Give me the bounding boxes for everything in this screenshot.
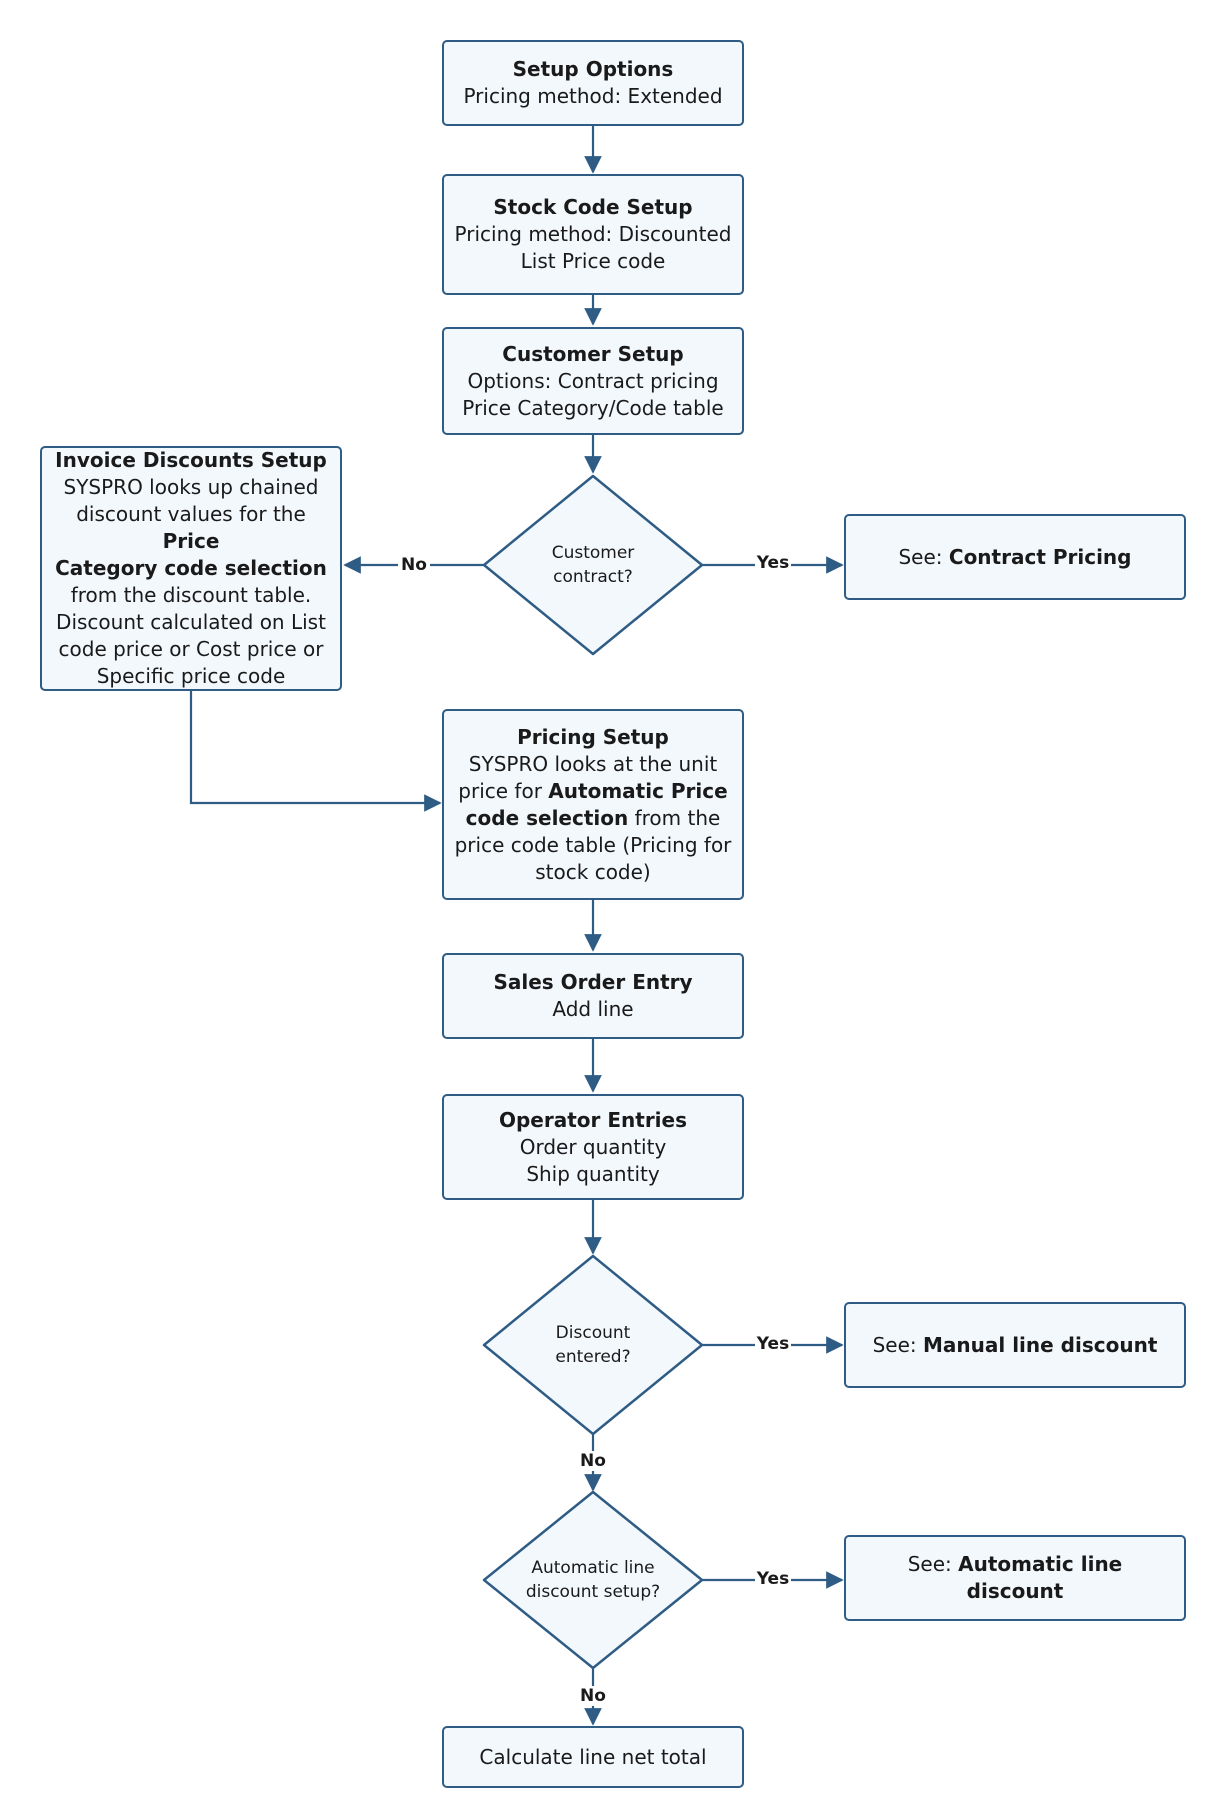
decision-automatic-line-discount-setup: Automatic line discount setup? (504, 1550, 682, 1610)
edge-label-no: No (577, 1686, 609, 1706)
node-line: Discount calculated on List (56, 610, 326, 634)
node-invoice-discounts-setup: Invoice Discounts Setup SYSPRO looks up … (40, 446, 342, 691)
node-line: Price Category/Code table (462, 395, 724, 420)
node-line: code selection from the (466, 805, 721, 832)
node-pricing-setup: Pricing Setup SYSPRO looks at the unit p… (442, 709, 744, 900)
node-text: See: (907, 1552, 959, 1576)
node-sales-order-entry: Sales Order Entry Add line (442, 953, 744, 1039)
decision-line: discount setup? (525, 1582, 661, 1602)
node-line: SYSPRO looks at the unit (468, 751, 718, 776)
decision-diamond-customer-contract (482, 474, 704, 656)
decision-line: entered? (555, 1347, 631, 1367)
node-title: Invoice Discounts Setup (55, 448, 327, 472)
node-line: List Price code (520, 249, 666, 273)
node-text: discount values for the (76, 502, 306, 526)
node-title: Customer Setup (502, 341, 684, 366)
node-stock-code-setup: Stock Code Setup Pricing method: Discoun… (442, 174, 744, 295)
node-line: Ship quantity (526, 1161, 660, 1186)
node-line: from the discount table. (70, 583, 312, 607)
node-line: price for Automatic Price (458, 778, 727, 805)
node-title: Sales Order Entry (493, 970, 693, 994)
node-manual-line-discount: See: Manual line discount (844, 1302, 1186, 1388)
edge-label-no: No (577, 1451, 609, 1471)
decision-customer-contract: Customer contract? (514, 535, 672, 595)
node-line-bold: Category code selection (55, 556, 327, 580)
node-automatic-line-discount: See: Automatic line discount (844, 1535, 1186, 1621)
node-text: See: (898, 544, 949, 569)
node-line: Pricing method: Discounted (454, 222, 732, 246)
node-text-bold: Price (162, 529, 220, 553)
edge-label-yes: Yes (755, 553, 791, 573)
edge-label-no: No (398, 555, 430, 575)
node-contract-pricing: See: Contract Pricing (844, 514, 1186, 600)
node-title: Stock Code Setup (493, 195, 693, 219)
node-line: Pricing method: Extended (463, 84, 723, 108)
node-title: Operator Entries (498, 1107, 688, 1132)
node-title: Setup Options (512, 57, 674, 81)
node-text-bold: Automatic Price (548, 778, 728, 803)
node-line: Add line (552, 997, 634, 1021)
node-text-bold: Contract Pricing (948, 544, 1132, 569)
node-text: price for (458, 778, 549, 803)
decision-diamond-discount-entered (482, 1254, 704, 1436)
edge-invoice-to-pricing (189, 691, 442, 812)
node-text-bold: code selection (465, 805, 629, 830)
edge-label-yes: Yes (755, 1569, 791, 1589)
node-text: See: (872, 1332, 924, 1357)
node-line: Specific price code (96, 664, 286, 688)
node-line: SYSPRO looks up chained (63, 475, 319, 499)
node-line: See: Manual line discount (873, 1332, 1158, 1359)
decision-line: Automatic line (531, 1558, 655, 1578)
node-customer-setup: Customer Setup Options: Contract pricing… (442, 327, 744, 435)
node-line: Options: Contract pricing (467, 368, 719, 393)
decision-diamond-automatic-line-discount-setup (482, 1490, 704, 1670)
node-calculate-line-net-total: Calculate line net total (442, 1726, 744, 1788)
node-text: from the (628, 805, 721, 830)
decision-discount-entered: Discount entered? (514, 1315, 672, 1375)
node-line: See: Contract Pricing (898, 544, 1131, 571)
node-line: price code table (Pricing for (454, 832, 732, 857)
decision-line: Customer (551, 543, 635, 563)
node-line: code price or Cost price or (58, 637, 324, 661)
node-title: Pricing Setup (517, 724, 669, 749)
node-operator-entries: Operator Entries Order quantity Ship qua… (442, 1094, 744, 1200)
decision-line: Discount (555, 1323, 631, 1343)
node-setup-options: Setup Options Pricing method: Extended (442, 40, 744, 126)
node-line: Calculate line net total (479, 1744, 707, 1769)
node-text-bold: Manual line discount (923, 1332, 1158, 1357)
node-line: Order quantity (519, 1134, 667, 1159)
node-text-bold: Automatic line discount (958, 1552, 1123, 1603)
node-line: stock code) (535, 859, 651, 884)
edge-label-yes: Yes (755, 1334, 791, 1354)
node-line: discount values for the Price (52, 501, 330, 555)
node-line: See: Automatic line discount (856, 1551, 1174, 1605)
decision-line: contract? (553, 567, 633, 587)
